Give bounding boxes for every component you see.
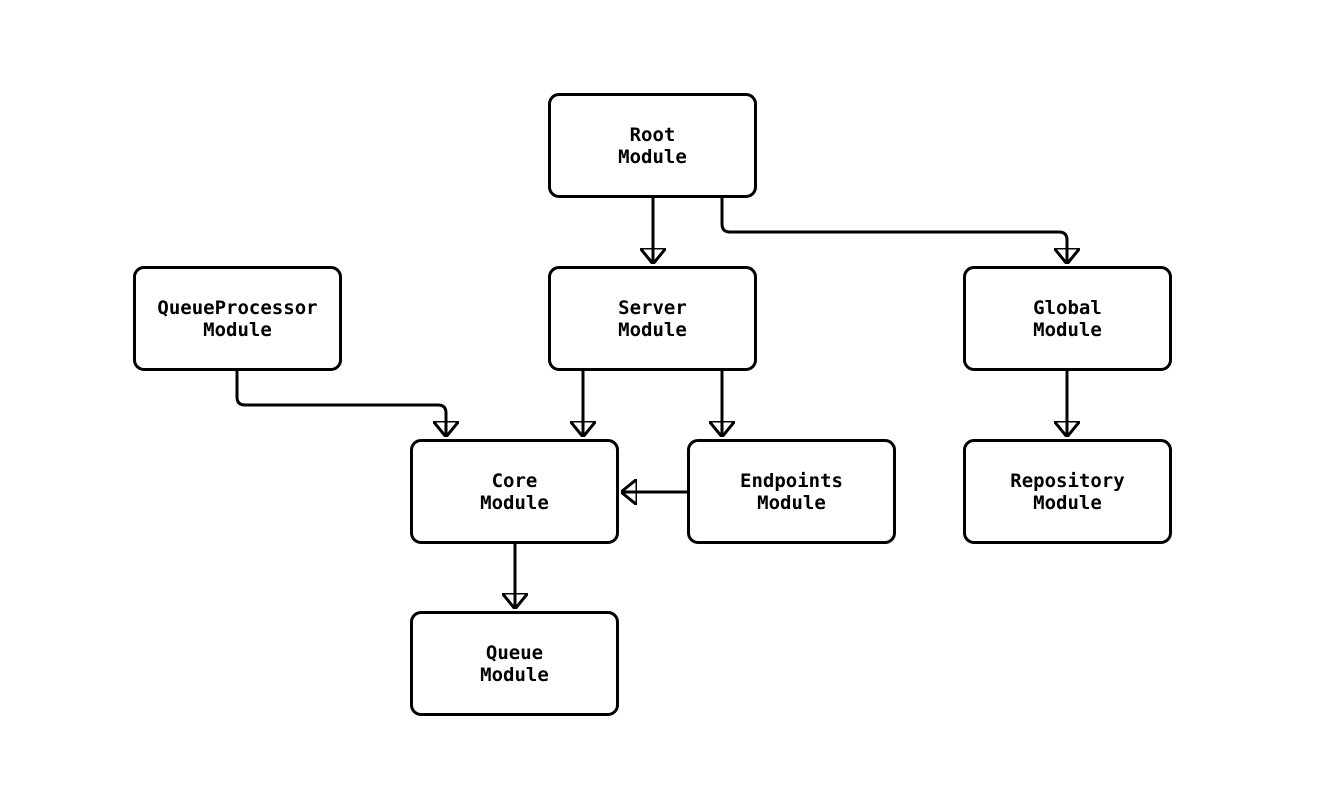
node-root-module-label: Root Module	[618, 123, 687, 168]
node-queue-module: Queue Module	[410, 611, 619, 716]
edge-queueprocessor-core	[235, 371, 446, 436]
node-server-module: Server Module	[548, 266, 757, 371]
node-core-module-label: Core Module	[480, 469, 549, 514]
node-queue-module-label: Queue Module	[480, 641, 549, 686]
node-queueprocessor-module-label: QueueProcessor Module	[157, 296, 318, 341]
node-endpoints-module: Endpoints Module	[687, 439, 896, 544]
node-server-module-label: Server Module	[618, 296, 687, 341]
edge-root-global	[720, 198, 1067, 263]
node-global-module-label: Global Module	[1033, 296, 1102, 341]
node-core-module: Core Module	[410, 439, 619, 544]
node-queueprocessor-module: QueueProcessor Module	[133, 266, 342, 371]
node-repository-module: Repository Module	[963, 439, 1172, 544]
node-global-module: Global Module	[963, 266, 1172, 371]
node-root-module: Root Module	[548, 93, 757, 198]
node-repository-module-label: Repository Module	[1010, 469, 1125, 514]
node-endpoints-module-label: Endpoints Module	[740, 469, 843, 514]
